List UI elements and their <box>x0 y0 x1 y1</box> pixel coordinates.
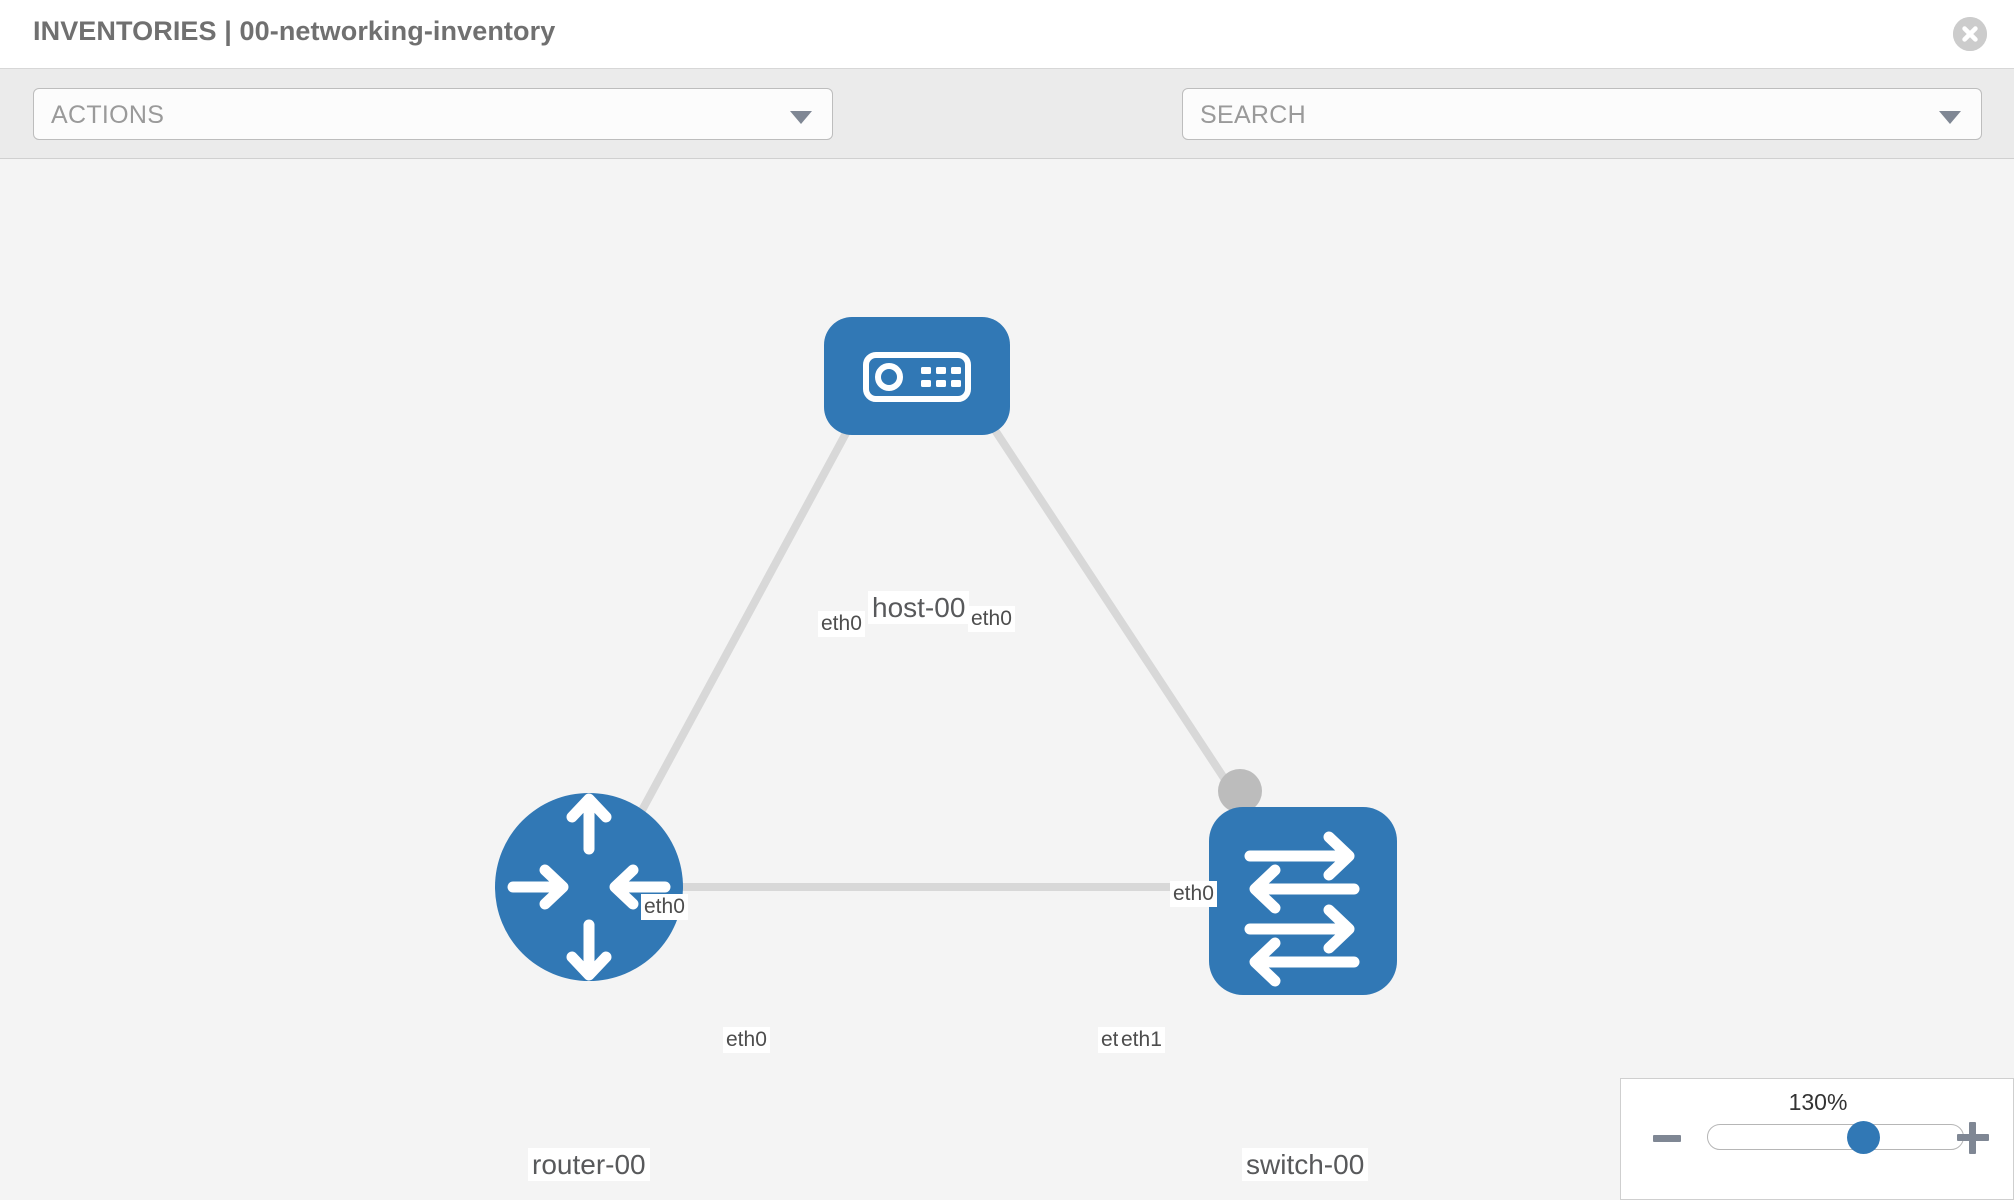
interface-label: eth1 <box>1118 1027 1165 1053</box>
search-placeholder: SEARCH <box>1200 101 1306 129</box>
page-header: INVENTORIES | 00-networking-inventory <box>0 0 2014 69</box>
interface-label: eth0 <box>968 606 1015 632</box>
zoom-slider-thumb[interactable] <box>1846 1121 1880 1154</box>
actions-dropdown[interactable]: ACTIONS <box>33 88 833 140</box>
chevron-down-icon <box>790 111 812 124</box>
interface-label: eth0 <box>818 611 865 637</box>
chevron-down-icon[interactable] <box>1939 111 1961 124</box>
edge-host00-router00 <box>616 372 882 853</box>
minus-icon[interactable] <box>1653 1135 1681 1142</box>
topology-canvas[interactable]: eth0 eth0 eth0 eth0 eth0 eth0 eth1 route… <box>0 159 2014 1200</box>
node-label-router-00: router-00 <box>528 1148 650 1182</box>
node-label-host-00: host-00 <box>868 591 970 625</box>
zoom-percent-label: 130% <box>1788 1089 1848 1115</box>
switch-arrows-icon <box>1244 831 1360 987</box>
close-icon[interactable] <box>1953 17 1987 51</box>
server-icon <box>863 352 971 402</box>
interface-label: eth0 <box>1170 881 1217 907</box>
node-switch-00[interactable] <box>1209 807 1397 995</box>
topology-graph <box>495 317 1397 995</box>
page-title: INVENTORIES | 00-networking-inventory <box>33 16 556 46</box>
connector-switch00-top <box>1218 769 1262 813</box>
server-icon-details <box>875 363 961 391</box>
zoom-slider-track[interactable] <box>1707 1121 1964 1154</box>
node-label-switch-00: switch-00 <box>1242 1148 1369 1182</box>
interface-label: eth0 <box>641 894 688 920</box>
actions-dropdown-label: ACTIONS <box>51 101 165 129</box>
interface-label: eth0 <box>723 1027 770 1053</box>
node-router-00[interactable] <box>495 793 683 981</box>
topology-edges <box>616 371 1276 891</box>
edge-host00-switch00 <box>954 371 1276 854</box>
plus-icon[interactable] <box>1957 1122 1989 1154</box>
toolbar: ACTIONS SEARCH <box>0 69 2014 195</box>
zoom-control-panel: 130% <box>1620 1078 2014 1200</box>
search-input[interactable]: SEARCH <box>1182 88 1982 140</box>
router-arrows-icon <box>507 793 671 981</box>
node-host-00[interactable] <box>824 317 1010 435</box>
